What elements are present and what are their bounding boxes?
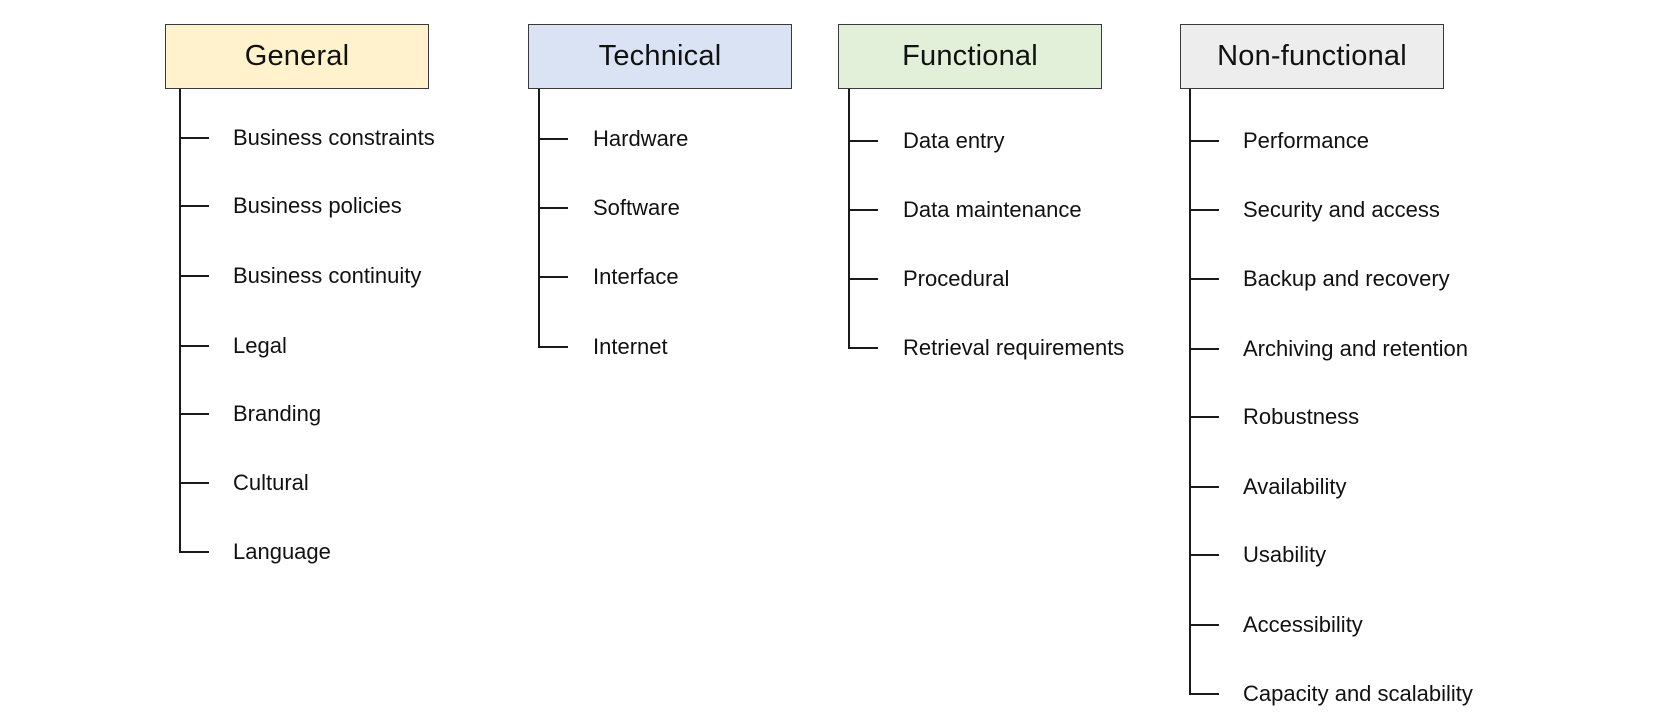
branch-tick <box>848 140 878 142</box>
item-label: Availability <box>1243 474 1347 499</box>
branch-tick <box>179 275 209 277</box>
tree-connector-line <box>538 89 540 348</box>
item-label: Business policies <box>233 193 402 218</box>
category-header-functional: Functional <box>838 24 1102 89</box>
branch-tick <box>538 346 568 348</box>
item-label: Performance <box>1243 128 1369 153</box>
item-label: Usability <box>1243 542 1327 567</box>
branch-tick <box>1189 140 1219 142</box>
branch-tick <box>179 551 209 553</box>
category-header-general: General <box>165 24 429 89</box>
item-label: Language <box>233 539 331 564</box>
branch-tick <box>1189 209 1219 211</box>
branch-tick <box>848 209 878 211</box>
branch-tick <box>1189 278 1219 280</box>
item-label: Capacity and scalability <box>1243 681 1473 706</box>
branch-tick <box>538 207 568 209</box>
branch-tick <box>179 137 209 139</box>
item-label: Branding <box>233 401 322 426</box>
item-label: Retrieval requirements <box>903 335 1125 360</box>
category-header-non-functional: Non-functional <box>1180 24 1444 89</box>
tree-connector-line <box>848 89 850 349</box>
branch-tick <box>538 276 568 278</box>
branch-tick <box>538 138 568 140</box>
item-label: Internet <box>593 334 668 359</box>
item-label: Business continuity <box>233 263 422 288</box>
branch-tick <box>179 482 209 484</box>
branch-tick <box>1189 624 1219 626</box>
branch-tick <box>179 345 209 347</box>
item-label: Cultural <box>233 470 309 495</box>
item-label: Software <box>593 195 680 220</box>
item-label: Interface <box>593 264 679 289</box>
item-label: Data entry <box>903 128 1005 153</box>
branch-tick <box>848 347 878 349</box>
tree-connector-line <box>1189 89 1191 695</box>
item-label: Security and access <box>1243 197 1440 222</box>
item-label: Procedural <box>903 266 1010 291</box>
branch-tick <box>179 413 209 415</box>
item-label: Archiving and retention <box>1243 336 1469 361</box>
branch-tick <box>1189 486 1219 488</box>
item-label: Robustness <box>1243 404 1360 429</box>
item-label: Legal <box>233 333 287 358</box>
item-label: Data maintenance <box>903 197 1082 222</box>
branch-tick <box>1189 416 1219 418</box>
tree-connector-line <box>179 89 181 553</box>
branch-tick <box>848 278 878 280</box>
item-label: Accessibility <box>1243 612 1363 637</box>
branch-tick <box>1189 554 1219 556</box>
branch-tick <box>179 205 209 207</box>
category-header-technical: Technical <box>528 24 792 89</box>
branch-tick <box>1189 693 1219 695</box>
item-label: Business constraints <box>233 125 435 150</box>
item-label: Backup and recovery <box>1243 266 1450 291</box>
branch-tick <box>1189 348 1219 350</box>
item-label: Hardware <box>593 126 689 151</box>
